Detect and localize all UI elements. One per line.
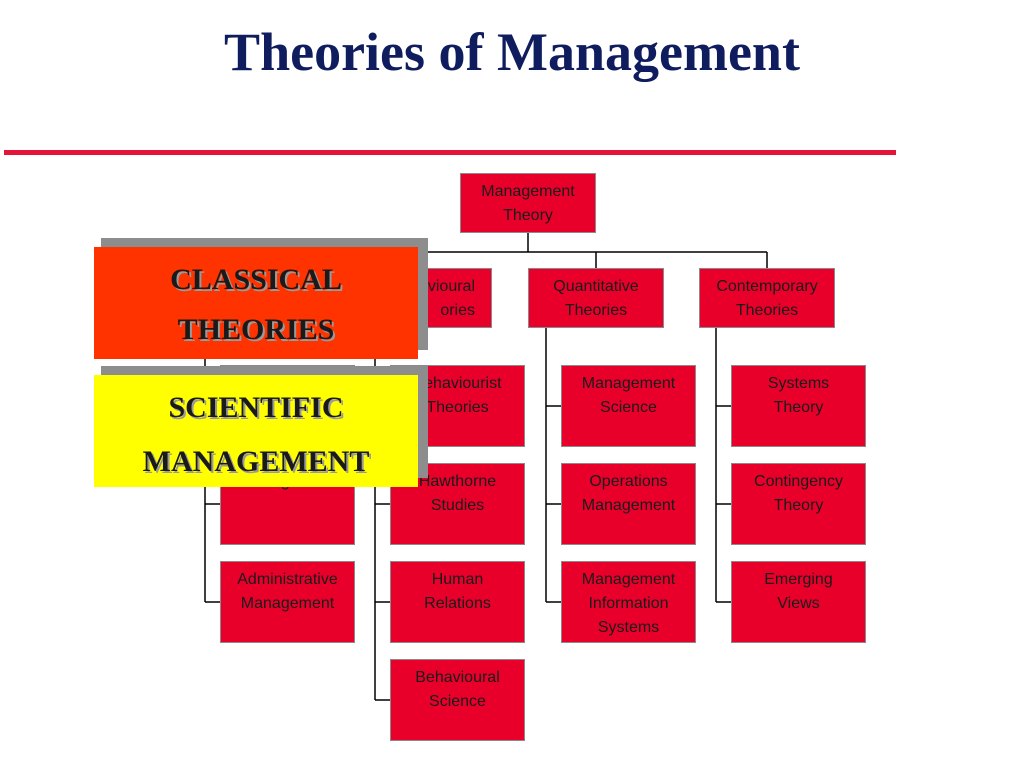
node-label-line: Studies <box>430 497 485 514</box>
node-label-line: Management <box>581 571 676 588</box>
node-label-line: Management <box>581 497 676 514</box>
page-title: Theories of Management <box>224 22 800 82</box>
node-label-line: Operations <box>589 473 668 490</box>
node-label-line: Theory <box>503 207 553 224</box>
node-label-line: Systems <box>597 619 660 636</box>
node-label-line: Human <box>431 571 484 588</box>
node-label-line: Contemporary <box>716 278 818 295</box>
node-label-line: Theories <box>564 302 628 319</box>
node-contemporary-theories: Contemporary Theories <box>699 268 835 328</box>
node-label-line: Contingency <box>754 473 843 490</box>
node-label-line: Administrative <box>237 571 338 588</box>
callout-label-line: MANAGEMENT <box>142 445 370 478</box>
node-label-line: Behaviourist <box>413 375 502 392</box>
node-administrative-management: Administrative Management <box>220 561 355 643</box>
node-label-line: Management <box>481 183 575 200</box>
node-label-line: Views <box>777 595 820 612</box>
callout-label-line: CLASSICAL <box>170 263 342 296</box>
node-label-line: Behavioural <box>415 669 500 686</box>
node-label-line: vioural <box>427 278 475 295</box>
node-management-information-systems: Management Information Systems <box>561 561 696 643</box>
node-label-line: Science <box>429 693 486 710</box>
node-management-theory: Management Theory <box>460 173 596 233</box>
callout-label-line: SCIENTIFIC <box>168 391 344 424</box>
node-label-line: Science <box>600 399 657 416</box>
node-label-line: Theory <box>773 497 824 514</box>
node-management-science: Management Science <box>561 365 696 447</box>
scientific-management-callout: SCIENTIFIC MANAGEMENT <box>94 375 418 487</box>
node-emerging-views: Emerging Views <box>731 561 866 643</box>
node-label-line: Relations <box>424 595 491 612</box>
node-operations-management: Operations Management <box>561 463 696 545</box>
node-label-line: Hawthorne <box>418 473 497 490</box>
node-systems-theory: Systems Theory <box>731 365 866 447</box>
node-human-relations: Human Relations <box>390 561 525 643</box>
node-label-line: Management <box>240 595 335 612</box>
node-contingency-theory: Contingency Theory <box>731 463 866 545</box>
node-label-line: Information <box>588 595 669 612</box>
node-label-line: Emerging <box>764 571 833 588</box>
callout-label-line: THEORIES <box>177 313 335 346</box>
node-label-line: Quantitative <box>553 278 639 295</box>
node-label-line: Systems <box>767 375 830 392</box>
node-label-line: Theories <box>426 399 489 416</box>
node-label-line: Theory <box>773 399 824 416</box>
node-behavioural-science: Behavioural Science <box>390 659 525 741</box>
node-label-line: Theories <box>735 302 799 319</box>
title-divider <box>4 150 896 155</box>
node-label-line: ories <box>440 302 475 319</box>
node-quantitative-theories: Quantitative Theories <box>528 268 664 328</box>
classical-theories-callout: CLASSICAL THEORIES <box>94 247 418 359</box>
node-label-line: Management <box>581 375 676 392</box>
